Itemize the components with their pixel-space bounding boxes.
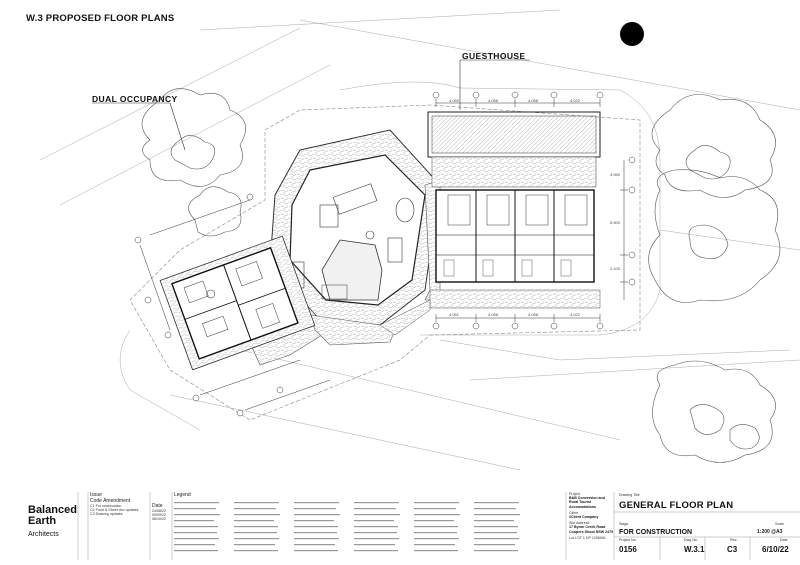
tree-outlines xyxy=(141,88,781,463)
date-entry: 24/08/22 xyxy=(152,509,166,513)
dim-top-2: 4,056 xyxy=(488,98,499,103)
dim-top-1: 4,050 xyxy=(449,98,460,103)
project-label: Project xyxy=(569,492,581,496)
site-boundary xyxy=(129,104,641,421)
legend-grid xyxy=(174,502,520,552)
guesthouse-grid-bubbles xyxy=(432,91,636,330)
scale-value: 1:200 @A3 xyxy=(757,529,783,535)
site-lines xyxy=(39,9,800,471)
date-label: Date xyxy=(152,503,163,509)
date-entry: 09/09/22 xyxy=(152,513,166,518)
stage-label: Stage xyxy=(619,522,629,526)
date-entry: 06/10/22 xyxy=(152,517,166,522)
dim-right-2: 5,500 xyxy=(610,220,621,225)
date-field-value: 6/10/22 xyxy=(762,545,789,554)
guesthouse-label: GUESTHOUSE xyxy=(462,51,526,61)
date-field-label: Date xyxy=(780,538,788,542)
firm-name: Balanced Earth xyxy=(28,504,77,527)
guesthouse-building xyxy=(427,111,601,283)
rev-value: C3 xyxy=(727,545,738,554)
dwg-no-value: W.3.1 xyxy=(684,545,705,554)
north-indicator xyxy=(620,22,644,46)
site-label: Site Address xyxy=(569,521,590,526)
code-label: Code xyxy=(90,498,102,504)
project-info: Project B&B Conversion and Rural Tourist… xyxy=(569,492,613,540)
site-line1: 17 Byron Creek Road xyxy=(569,525,606,530)
legend-label: Legend xyxy=(174,492,191,498)
project-no-label: Project No. xyxy=(619,538,637,542)
firm-logo: Balanced Earth Architects xyxy=(28,504,77,540)
issue-row: C1 For construction xyxy=(90,504,122,508)
project-name: B&B Conversion and Rural Tourist Accomod… xyxy=(569,496,605,509)
scale-label: Scale xyxy=(775,522,784,526)
issue-row: C2 Front & Sheet doc updates xyxy=(90,508,139,513)
label-leaders xyxy=(92,59,530,151)
dual-occupancy-dimension-lines xyxy=(134,193,331,417)
dim-top-3: 4,058 xyxy=(528,98,539,103)
dim-bottom-1: 4,051 xyxy=(449,312,460,317)
dwg-no-label: Dwg No. xyxy=(684,538,698,542)
dim-top-4: 4,022 xyxy=(570,98,581,103)
dim-bottom-3: 4,058 xyxy=(528,312,539,317)
rev-label: Rev. xyxy=(730,538,738,542)
client-label: Client xyxy=(569,510,579,515)
dim-bottom-4: 4,022 xyxy=(570,312,581,317)
dim-right-1: 3,950 xyxy=(610,172,621,177)
date-column: Date 24/08/22 09/09/22 06/10/22 xyxy=(152,503,172,522)
client-name: #Client Company xyxy=(569,515,599,520)
dim-bottom-2: 4,056 xyxy=(488,312,499,317)
amendment-label: Amendment xyxy=(103,498,131,504)
issue-label: Issue xyxy=(90,492,102,498)
lot-info: Lot LOT 1 DP 1256061 xyxy=(569,535,606,540)
dual-occupancy-label: DUAL OCCUPANCY xyxy=(92,94,178,104)
stage-value: FOR CONSTRUCTION xyxy=(619,529,693,536)
title-block-lines xyxy=(77,492,800,560)
issue-table: Issue Code Amendment C1 For construction… xyxy=(90,492,148,517)
dual-occupancy-building xyxy=(159,235,316,371)
dim-right-3: 2,100 xyxy=(610,266,621,271)
sheet-title: W.3 PROPOSED FLOOR PLANS xyxy=(26,13,175,24)
site-line2: Coopers Shoot NSW 2479 xyxy=(569,529,614,534)
firm-sub: Architects xyxy=(28,531,59,538)
issue-row: C3 Drawing updates xyxy=(90,512,123,517)
drawing-title-label: Drawing Title xyxy=(619,493,640,497)
main-hexagon-building xyxy=(269,129,441,326)
project-no-value: 0156 xyxy=(619,545,637,554)
drawing-title: GENERAL FLOOR PLAN xyxy=(619,500,734,511)
guesthouse-dimension-lines xyxy=(435,99,628,322)
